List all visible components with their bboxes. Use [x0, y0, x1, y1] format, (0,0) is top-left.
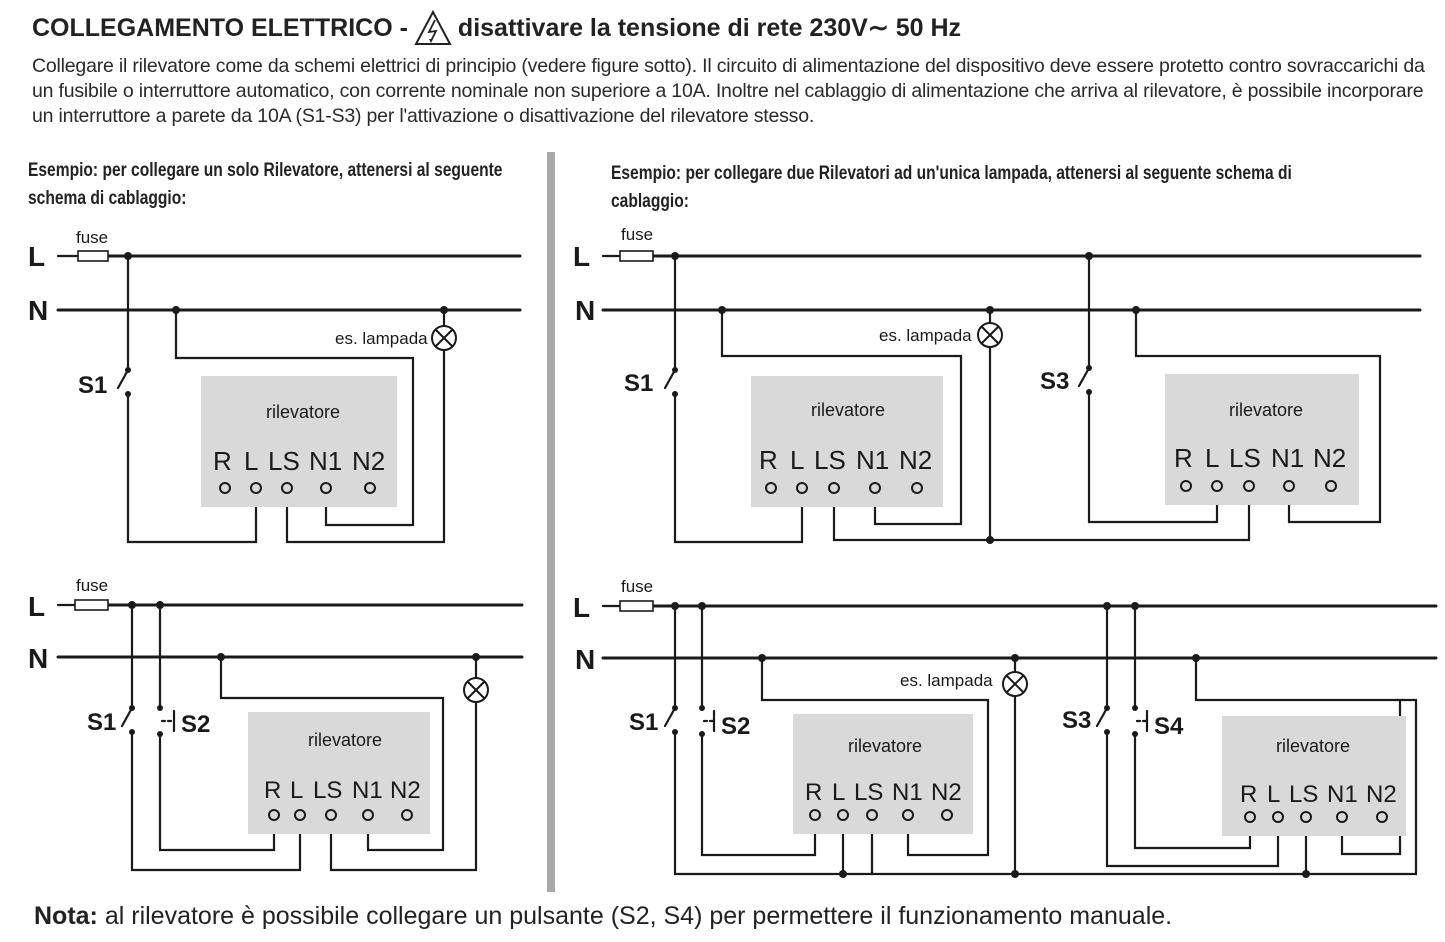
svg-text:L: L: [832, 779, 845, 806]
intro-paragraph: Collegare il rilevatore come da schemi e…: [32, 55, 1425, 127]
footer-note: Nota: al rilevatore è possibile collegar…: [34, 902, 1172, 931]
fuse-icon: [619, 250, 654, 262]
svg-text:R: R: [1240, 781, 1257, 808]
svg-text:N1: N1: [1271, 443, 1304, 473]
lamp-icon: [977, 322, 1003, 348]
svg-text:N1: N1: [352, 777, 383, 804]
fuse-icon: [619, 600, 654, 612]
device-label: rilevatore: [308, 730, 382, 750]
terminal-labels: R L LS N1 N2: [805, 779, 962, 806]
device-label: rilevatore: [266, 402, 340, 422]
title-warning: disattivare la tensione di rete 230V∼ 50…: [457, 14, 962, 42]
svg-text:LS: LS: [1229, 443, 1261, 473]
svg-text:N2: N2: [1366, 781, 1397, 808]
lamp-label: es. lampada: [879, 326, 972, 345]
svg-text:LS: LS: [313, 777, 342, 804]
svg-text:L: L: [290, 777, 303, 804]
svg-text:N1: N1: [856, 445, 889, 475]
svg-text:R: R: [759, 445, 778, 475]
svg-text:N1: N1: [892, 779, 923, 806]
svg-text:L: L: [1205, 443, 1219, 473]
neutral-label: N: [575, 295, 595, 326]
fuse-icon: [74, 599, 109, 611]
svg-text:N1: N1: [1327, 781, 1358, 808]
fuse-label: fuse: [621, 577, 653, 596]
terminal-labels: R L LS N1 N2: [1174, 443, 1346, 473]
lamp-label: es. lampada: [335, 329, 428, 348]
svg-text:LS: LS: [854, 779, 883, 806]
diagram-labels: L N L N L N L N fuse fuse fuse fuse es. …: [28, 225, 1397, 808]
fuse-label: fuse: [76, 228, 108, 247]
lamp-icon: [1002, 671, 1028, 697]
terminal-labels: R L LS N1 N2: [213, 446, 385, 476]
note-text: al rilevatore è possibile collegare un p…: [104, 902, 1173, 930]
fuse-label: fuse: [76, 576, 108, 595]
neutral-label: N: [28, 643, 48, 674]
diagram-double-simple: [601, 254, 1422, 544]
svg-text:R: R: [1174, 443, 1193, 473]
line-label: L: [28, 241, 45, 272]
device-label: rilevatore: [848, 736, 922, 756]
svg-text:R: R: [805, 779, 822, 806]
line-label: L: [573, 592, 590, 623]
switch-s1-label: S1: [624, 370, 653, 397]
section-title: COLLEGAMENTO ELETTRICO - disattivare la …: [32, 10, 1432, 46]
svg-text:L: L: [790, 445, 804, 475]
switch-s3-label: S3: [1062, 707, 1091, 734]
device-box: [751, 376, 943, 507]
lamp-label: es. lampada: [900, 671, 993, 690]
svg-text:N2: N2: [931, 779, 962, 806]
wiring-diagrams: L N L N L N L N fuse fuse fuse fuse es. …: [28, 225, 1438, 878]
terminals: [219, 480, 1388, 823]
terminal-labels: R L LS N1 N2: [1240, 781, 1397, 808]
lamp-icon: [463, 677, 489, 703]
device-box: [201, 376, 397, 507]
svg-text:N2: N2: [1313, 443, 1346, 473]
diagram-single-simple: [56, 254, 522, 544]
fuse-label: fuse: [621, 225, 653, 244]
neutral-label: N: [28, 295, 48, 326]
svg-text:N2: N2: [352, 446, 385, 476]
lamp-icon: [431, 325, 457, 351]
switch-s1-label: S1: [629, 709, 658, 736]
switch-s1-label: S1: [87, 709, 116, 736]
svg-text:N1: N1: [309, 446, 342, 476]
title-main: COLLEGAMENTO ELETTRICO -: [32, 13, 408, 42]
diagram-double-pushbutton: [601, 604, 1438, 876]
line-label: L: [28, 591, 45, 622]
junctions: [124, 252, 1310, 878]
device-label: rilevatore: [811, 400, 885, 420]
svg-text:LS: LS: [1289, 781, 1318, 808]
header: COLLEGAMENTO ELETTRICO - disattivare la …: [32, 10, 1432, 129]
device-label: rilevatore: [1276, 736, 1350, 756]
switch-s1-label: S1: [78, 372, 107, 399]
lamps: [431, 322, 1028, 703]
line-label: L: [573, 241, 590, 272]
svg-text:R: R: [213, 446, 232, 476]
terminal-labels: R L LS N1 N2: [264, 777, 421, 804]
fuse-icon: [77, 250, 109, 262]
left-caption: Esempio: per collegare un solo Rilevator…: [28, 160, 503, 209]
svg-text:R: R: [264, 777, 281, 804]
svg-text:LS: LS: [268, 446, 300, 476]
button-s4-label: S4: [1154, 713, 1184, 740]
svg-text:N2: N2: [899, 445, 932, 475]
device-boxes: [201, 374, 1406, 836]
divider: [547, 152, 555, 892]
fuses: [74, 250, 654, 612]
button-s2-label: S2: [181, 711, 210, 738]
note-label: Nota:: [34, 902, 98, 930]
svg-text:L: L: [244, 446, 258, 476]
svg-text:LS: LS: [814, 445, 846, 475]
svg-text:L: L: [1267, 781, 1280, 808]
device-label: rilevatore: [1229, 400, 1303, 420]
high-voltage-warning-icon: [414, 10, 452, 45]
right-caption: Esempio: per collegare due Rilevatori ad…: [611, 163, 1292, 212]
terminal-labels: R L LS N1 N2: [759, 445, 932, 475]
neutral-label: N: [575, 644, 595, 675]
svg-text:N2: N2: [390, 777, 421, 804]
switch-s3-label: S3: [1040, 368, 1069, 395]
button-s2-label: S2: [721, 713, 750, 740]
